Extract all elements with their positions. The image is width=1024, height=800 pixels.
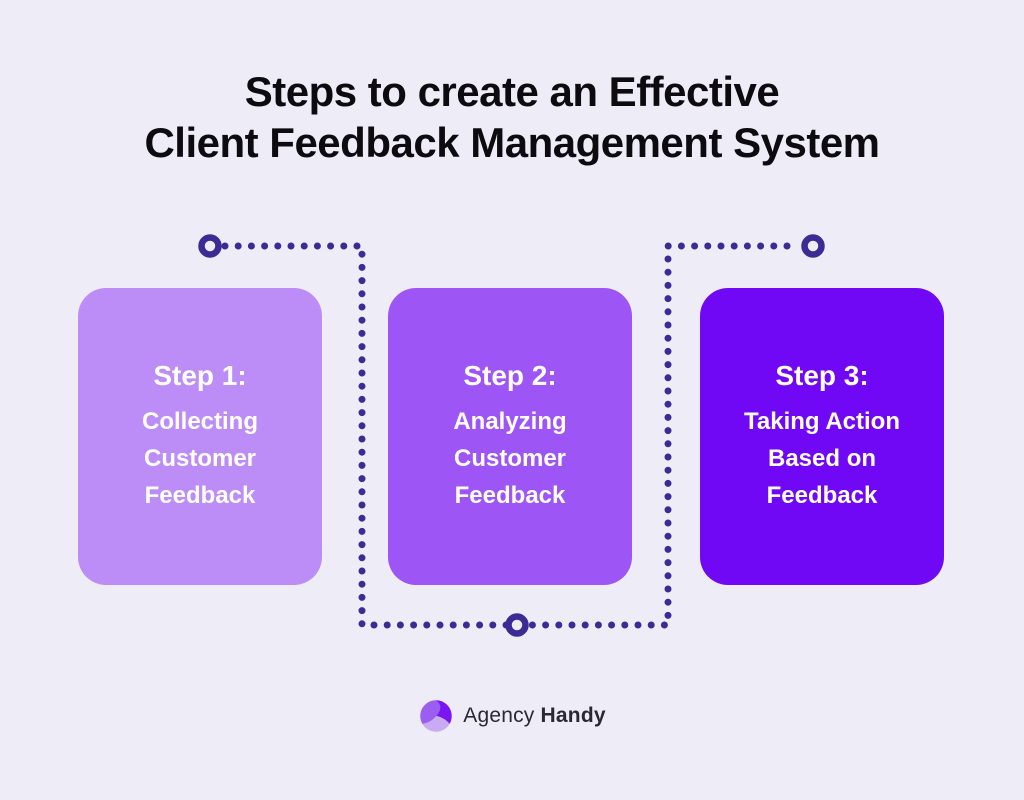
agency-handy-logo-icon [420,700,452,732]
connector-node-left [198,234,222,258]
step-card-2: Step 2: Analyzing Customer Feedback [388,288,632,585]
brand-footer: Agency Handy [0,698,1024,734]
brand-name: Agency Handy [463,704,605,728]
brand-name-bold: Handy [540,704,606,727]
page-title-line2: Client Feedback Management System [144,119,880,166]
connector-node-bottom [505,613,529,637]
step-3-line: Based on [767,444,877,472]
step-2-heading: Step 2: [463,359,557,391]
connector-node-right [801,234,825,258]
step-1-heading: Step 1: [153,359,247,391]
step-1-line: Collecting [141,407,258,435]
step-card-3: Step 3: Taking Action Based on Feedback [700,288,944,585]
step-2-line: Analyzing [453,407,567,435]
step-2-line: Feedback [454,481,566,509]
step-1-line: Customer [143,444,257,472]
page-title-line1: Steps to create an Effective [244,68,780,115]
step-3-heading: Step 3: [775,359,869,391]
brand-name-regular: Agency [463,704,535,727]
step-3-line: Taking Action [744,407,900,435]
step-2-line: Customer [453,444,567,472]
page-title: Steps to create an Effective Client Feed… [0,66,1024,168]
step-1-line: Feedback [144,481,256,509]
step-3-line: Feedback [766,481,878,509]
step-card-1: Step 1: Collecting Customer Feedback [78,288,322,585]
